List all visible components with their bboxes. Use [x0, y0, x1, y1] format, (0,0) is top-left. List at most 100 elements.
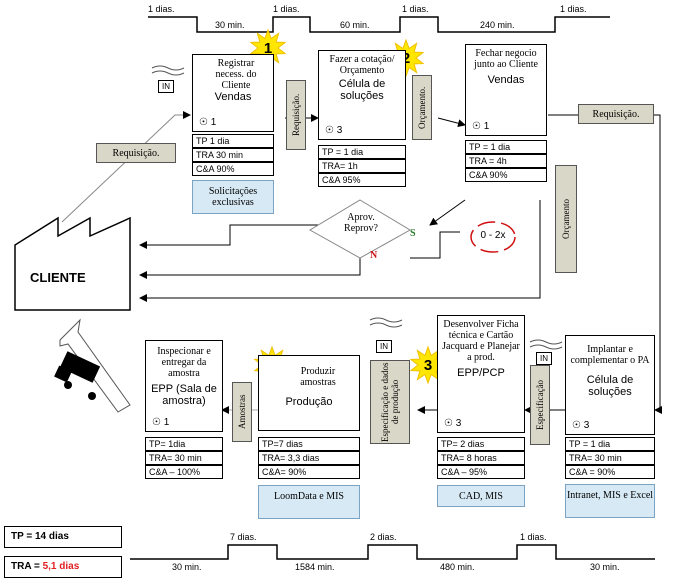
metric-tp: TP=7 dias	[258, 437, 360, 451]
bottom-timeline	[130, 544, 655, 560]
metric-ca: C&A= 90%	[258, 465, 360, 479]
operator-count: ☉ 1	[472, 121, 490, 132]
operator-count: ☉ 1	[199, 117, 217, 128]
in-box-1: IN	[158, 80, 174, 93]
loop-count: 0 - 2x	[480, 230, 506, 241]
process-dept: Célula de soluções	[338, 78, 386, 102]
operator-number: 1	[163, 417, 170, 428]
metric-tp: TP= 2 dias	[437, 437, 525, 451]
flow-label-requisicao-left: Requisição.	[96, 143, 176, 163]
bottom-proc-4: 30 min.	[590, 562, 620, 572]
cliente-label: CLIENTE	[30, 270, 86, 285]
top-timeline	[148, 16, 610, 33]
operator-count: ☉ 3	[325, 125, 343, 136]
tool-box: Intranet, MIS e Excel	[565, 484, 655, 518]
process-dept: Vendas	[487, 74, 525, 86]
metric-tp: TP = 1 dia	[465, 140, 547, 154]
metric-tra: TRA= 30 min	[565, 451, 655, 465]
top-proc-2: 60 min.	[340, 20, 370, 30]
metric-tp: TP 1 dia	[192, 134, 274, 148]
decision-text: Aprov. Reprov?	[344, 212, 378, 234]
flow-label-orcamento-vertical: Orçamento.	[412, 75, 432, 140]
bottom-proc-3: 480 min.	[440, 562, 475, 572]
process-title: Implantar e complementar o PA	[570, 344, 650, 366]
decision-yes: S	[410, 228, 416, 239]
process-produzir: Produzir amostras Produção	[258, 355, 360, 431]
operator-count: ☉ 3	[444, 418, 462, 429]
metric-ca: C&A – 100%	[145, 465, 223, 479]
bottom-wait-2: 2 dias.	[370, 532, 397, 542]
metric-ca: C&A = 90%	[565, 465, 655, 479]
process-dept: Célula de soluções	[586, 374, 634, 398]
summary-tp: TP = 14 dias	[4, 526, 122, 548]
process-implantar: Implantar e complementar o PA Célula de …	[565, 335, 655, 435]
metric-ca: C&A – 95%	[437, 465, 525, 479]
metric-ca: C&A 90%	[465, 168, 547, 182]
metric-ca: C&A 90%	[192, 162, 274, 176]
process-desenvolver: Desenvolver Ficha técnica e Cartão Jacqu…	[437, 315, 525, 433]
process-fechar: Fechar negocio junto ao Cliente Vendas ☉…	[465, 44, 547, 136]
process-inspecionar: Inspecionar e entregar da amostra EPP (S…	[145, 340, 223, 432]
process-cotacao: Fazer a cotação/ Orçamento Célula de sol…	[318, 50, 406, 140]
flow-label-requisicao-vertical: Requisição.	[286, 80, 306, 150]
process-title: Fazer a cotação/ Orçamento	[329, 54, 395, 76]
flow-label-requisicao-right: Requisição.	[578, 104, 654, 124]
top-wait-3: 1 dias.	[402, 4, 429, 14]
metric-tp: TP = 1 dia	[565, 437, 655, 451]
step-number: 1	[264, 40, 272, 57]
metric-tp: TP= 1dia	[145, 437, 223, 451]
bottom-wait-1: 7 dias.	[230, 532, 257, 542]
flow-label-amostras: Amostras	[232, 382, 252, 442]
metric-tra: TRA= 8 horas	[437, 451, 525, 465]
top-proc-1: 30 min.	[215, 20, 245, 30]
top-wait-4: 1 dias.	[560, 4, 587, 14]
bottom-proc-2: 1584 min.	[295, 562, 335, 572]
process-registrar: Registrar necess. do Cliente Vendas ☉ 1	[192, 54, 274, 132]
process-title: Desenvolver Ficha técnica e Cartão Jacqu…	[442, 319, 520, 363]
process-dept: EPP/PCP	[457, 367, 505, 379]
process-title: Produzir amostras	[300, 366, 336, 388]
truck-icon	[54, 351, 101, 400]
summary-tra-label: TRA =	[11, 561, 43, 572]
in-box-2: IN	[376, 340, 392, 353]
tool-box: Solicitações exclusivas	[192, 180, 274, 214]
process-dept: Produção	[285, 396, 333, 408]
process-title: Registrar necess. do Cliente	[215, 58, 257, 91]
flow-label-especificacao-dados: Especificação e dados de produção	[370, 360, 410, 444]
metric-tra: TRA= 3,3 dias	[258, 451, 360, 465]
process-dept: Vendas	[214, 91, 252, 103]
bottom-proc-1: 30 min.	[172, 562, 202, 572]
summary-tra-value: 5,1 dias	[42, 561, 80, 572]
in-box-3: IN	[536, 352, 552, 365]
metric-tp: TP = 1 dia	[318, 145, 406, 159]
operator-number: 3	[583, 420, 590, 431]
metric-tra: TRA= 30 min	[145, 451, 223, 465]
flow-label-orcamento-right: Orçamento	[555, 165, 577, 273]
top-wait-1: 1 dias.	[148, 4, 175, 14]
bottom-wait-3: 1 dias.	[520, 532, 547, 542]
tool-box: LoomData e MIS	[258, 485, 360, 519]
summary-tra: TRA = 5,1 dias	[4, 556, 122, 578]
operator-number: 3	[336, 125, 343, 136]
wave-lines	[151, 65, 563, 350]
step-number: 2	[402, 50, 410, 67]
metric-tra: TRA = 4h	[465, 154, 547, 168]
metric-tra: TRA 30 min	[192, 148, 274, 162]
operator-count: ☉ 3	[572, 420, 590, 431]
flow-label-especificacao: Especificação	[530, 365, 550, 445]
operator-number: 3	[455, 418, 462, 429]
operator-number: 1	[210, 117, 217, 128]
process-title: Inspecionar e entregar da amostra	[157, 346, 211, 379]
process-title: Fechar negocio junto ao Cliente	[474, 48, 538, 70]
metric-ca: C&A 95%	[318, 173, 406, 187]
metric-tra: TRA= 1h	[318, 159, 406, 173]
tool-box: CAD, MIS	[437, 485, 525, 507]
top-wait-2: 1 dias.	[273, 4, 300, 14]
operator-number: 1	[483, 121, 490, 132]
decision-diamond	[309, 199, 411, 259]
decision-no: N	[370, 250, 378, 261]
operator-count: ☉ 1	[152, 417, 170, 428]
top-proc-3: 240 min.	[480, 20, 515, 30]
cliente-factory	[14, 216, 131, 311]
